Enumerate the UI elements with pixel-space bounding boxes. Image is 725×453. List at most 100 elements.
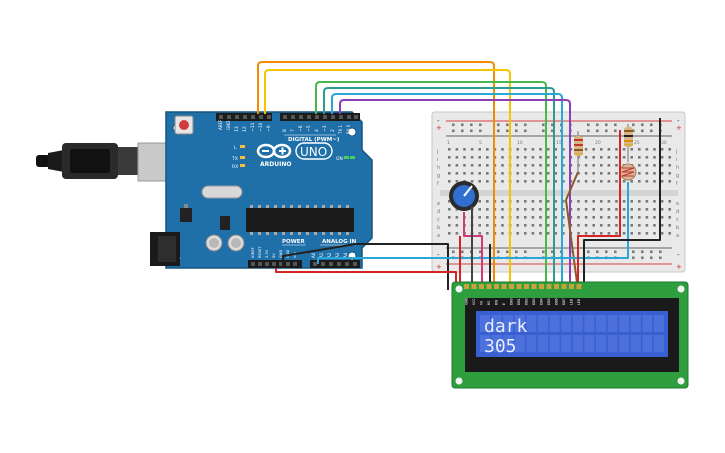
breadboard-hole (546, 180, 550, 183)
breadboard-hole (615, 208, 618, 211)
rail-hole (614, 129, 617, 133)
breadboard-hole (653, 180, 656, 183)
wire-purple (339, 99, 571, 290)
breadboard-hole (645, 216, 649, 219)
breadboard-hole (539, 180, 542, 183)
breadboard-hole (554, 224, 557, 227)
breadboard-hole (501, 164, 504, 167)
rail-hole (497, 129, 500, 133)
breadboard-hole (554, 208, 557, 211)
breadboard-hole (448, 164, 451, 167)
lcd-pin (554, 284, 559, 289)
breadboard-hole (630, 148, 633, 151)
rail-hole (452, 123, 455, 127)
digital-pin-labels: 13 12 ~11 ~10 ~9 8 7 ~6 ~5 4 ~3 2 TX 1 R… (234, 122, 351, 135)
rail-hole (641, 250, 644, 254)
rail-hole (650, 256, 653, 260)
breadboard-hole (448, 148, 451, 151)
row-letter: h (437, 165, 440, 171)
breadboard-hole (638, 216, 641, 219)
breadboard-hole (546, 164, 550, 167)
rail-hole (452, 129, 455, 133)
breadboard-hole (638, 148, 641, 151)
breadboard-hole (486, 164, 489, 167)
rail-plus-label: + (676, 124, 682, 132)
lcd-pin-label: LED (577, 298, 581, 305)
breadboard-hole (539, 224, 542, 227)
lcd-cell (538, 335, 548, 352)
breadboard-hole (531, 148, 535, 151)
breadboard-hole (516, 232, 519, 235)
breadboard-hole (486, 224, 489, 227)
breadboard-hole (660, 180, 664, 183)
breadboard-hole (600, 172, 603, 175)
breadboard-hole (554, 180, 557, 183)
pin-label: A2 (327, 252, 332, 258)
breadboard-hole (531, 164, 535, 167)
breadboard-hole (615, 224, 618, 227)
breadboard-hole (645, 172, 649, 175)
breadboard-hole (516, 156, 519, 159)
breadboard-hole (660, 156, 664, 159)
breadboard-hole (524, 148, 527, 151)
breadboard-hole (600, 232, 603, 235)
breadboard-hole (622, 232, 626, 235)
breadboard-hole (531, 232, 535, 235)
breadboard-hole (638, 232, 641, 235)
pin-label: 2 (330, 129, 336, 132)
rail-hole (524, 129, 527, 133)
lcd-cell (572, 315, 583, 332)
breadboard-hole (577, 208, 580, 211)
breadboard-hole (448, 208, 451, 211)
row-letter: d (437, 209, 440, 215)
row-letter: e (437, 201, 440, 207)
breadboard-hole (592, 172, 595, 175)
lcd-line-1: dark (484, 316, 528, 337)
breadboard-hole (607, 232, 611, 235)
breadboard-hole (501, 180, 504, 183)
breadboard-hole (653, 232, 656, 235)
rail-hole (632, 250, 635, 254)
wire-red-3 (577, 130, 621, 290)
rail-minus-label: - (437, 117, 440, 125)
breadboard-hole (486, 232, 489, 235)
rail-hole (596, 129, 599, 133)
breadboard-hole (531, 224, 535, 227)
breadboard-hole (592, 148, 595, 151)
rail-hole (506, 123, 509, 127)
breadboard-hole (516, 172, 519, 175)
photoresistor (619, 163, 637, 181)
breadboard-hole (539, 208, 542, 211)
breadboard-hole (660, 208, 664, 211)
breadboard-hole (531, 216, 535, 219)
rail-hole (641, 123, 644, 127)
rail-hole (596, 250, 599, 254)
breadboard-hole (455, 164, 459, 167)
pin-label: 13 (234, 126, 240, 132)
rail-hole (470, 129, 473, 133)
breadboard-hole (470, 172, 474, 175)
row-letter: j (675, 149, 677, 155)
breadboard-hole (486, 180, 489, 183)
lcd-cell (514, 315, 525, 332)
pin-label: 4 (314, 129, 320, 132)
rail-hole (470, 123, 473, 127)
breadboard-hole (600, 180, 603, 183)
breadboard-hole (539, 200, 542, 203)
breadboard: + - + - - + - + j i h g f e d c b a j i … (431, 111, 686, 273)
column-number: 30 (661, 140, 667, 146)
breadboard-hole (584, 172, 588, 175)
lcd-pin-label: VCC (472, 298, 476, 305)
breadboard-hole (615, 180, 618, 183)
rail-minus-label: - (437, 251, 440, 259)
pin-label: ~10 (258, 122, 264, 132)
lcd-pin (494, 284, 499, 289)
breadboard-hole (615, 200, 618, 203)
rail-hole (650, 250, 653, 254)
breadboard-hole (584, 156, 588, 159)
breadboard-hole (463, 164, 466, 167)
pin-label: A1 (319, 252, 324, 258)
breadboard-hole (615, 156, 618, 159)
breadboard-hole (577, 232, 580, 235)
breadboard-hole (592, 232, 595, 235)
